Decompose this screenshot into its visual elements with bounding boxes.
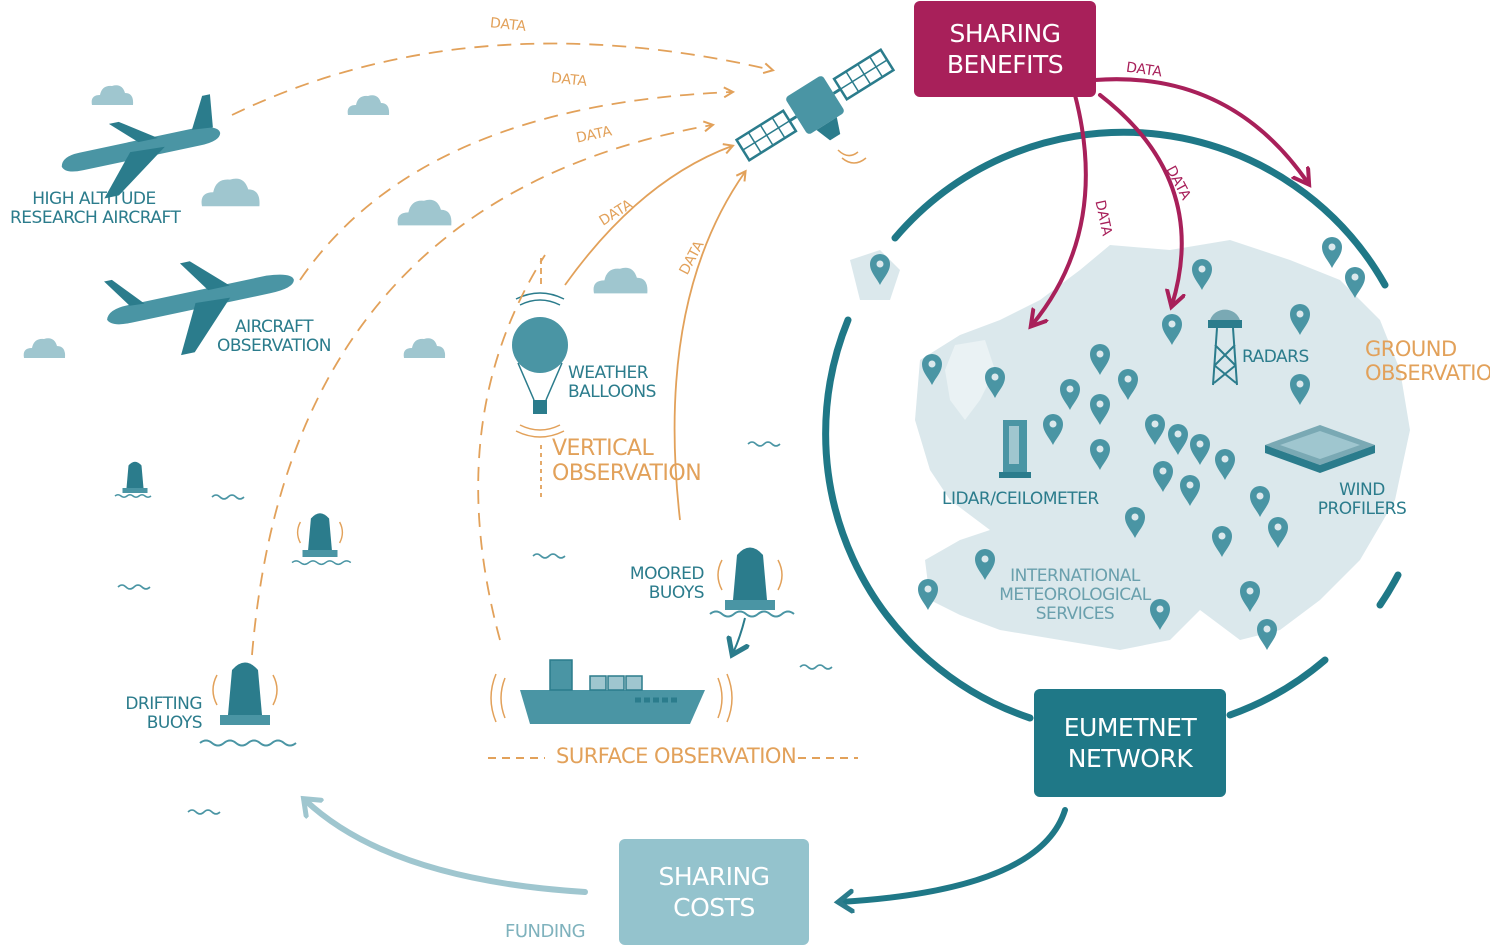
sharing-costs-line2: COSTS <box>673 893 755 922</box>
eumetnet-network-box: EUMETNET NETWORK <box>1034 689 1226 797</box>
drifting-line2: BUOYS <box>146 713 203 734</box>
weather-balloon-icon <box>512 292 568 438</box>
sharing-benefits-line2: BENEFITS <box>946 50 1064 79</box>
funding-arrow <box>305 800 588 895</box>
vertical-observation-label: VERTICAL OBSERVATION <box>552 436 702 486</box>
wind-profilers-label: WIND PROFILERS <box>1316 480 1408 520</box>
moored-line2: BUOYS <box>648 583 705 604</box>
drifting-line1: DRIFTING <box>125 694 202 714</box>
wind-profiler-icon <box>1265 425 1375 473</box>
wind-line2: PROFILERS <box>1317 499 1407 520</box>
buoy-icon <box>114 461 152 498</box>
aircraft-line2: OBSERVATION <box>216 336 332 357</box>
radar-tower-icon <box>1208 309 1242 386</box>
lidar-icon <box>999 420 1031 478</box>
vertical-line2: OBSERVATION <box>552 460 702 486</box>
ground-line1: GROUND <box>1365 337 1457 361</box>
network-to-costs-arrow <box>840 807 1068 902</box>
ground-observation-label: GROUND OBSERVATION <box>1365 337 1490 385</box>
lidar-ceilometer-label: LIDAR/CEILOMETER <box>942 489 1099 509</box>
ground-line2: OBSERVATION <box>1365 360 1490 385</box>
buoy-icon <box>709 547 795 654</box>
weather-balloons-label: WEATHER BALLOONS <box>568 363 656 403</box>
sharing-costs-box: SHARING COSTS <box>619 839 809 945</box>
data-flow-arrows <box>231 42 775 656</box>
surface-observation-label: SURFACE OBSERVATION <box>556 744 797 768</box>
weather-balloons-line2: BALLOONS <box>568 382 656 403</box>
drifting-buoys-label: DRIFTING BUOYS <box>112 694 203 734</box>
aircraft-line1: AIRCRAFT <box>234 317 314 337</box>
eumetnet-line1: EUMETNET <box>1063 712 1197 742</box>
europe-map <box>850 240 1410 650</box>
sharing-costs-line1: SHARING <box>658 861 770 891</box>
radars-label: RADARS <box>1242 347 1309 367</box>
sharing-benefits-line1: SHARING <box>949 18 1061 48</box>
international-services-label: INTERNATIONAL METEOROLOGICAL SERVICES <box>995 566 1155 625</box>
intl-line3: SERVICES <box>1035 604 1115 625</box>
moored-line1: MOORED <box>629 564 705 584</box>
satellite-icon <box>734 48 896 162</box>
buoy-icon <box>199 662 297 747</box>
aircraft-icon <box>104 261 294 356</box>
high-altitude-line1: HIGH ALTITUDE <box>32 189 156 209</box>
network-ring <box>822 128 1402 722</box>
moored-buoys-label: MOORED BUOYS <box>626 564 705 604</box>
vertical-line1: VERTICAL <box>552 436 654 461</box>
high-altitude-label: HIGH ALTITUDE RESEARCH AIRCRAFT <box>10 189 181 229</box>
ship-icon <box>490 659 733 724</box>
high-altitude-line2: RESEARCH AIRCRAFT <box>10 208 181 229</box>
intl-line2: METEOROLOGICAL <box>999 585 1151 606</box>
signal-icon <box>837 149 867 164</box>
benefit-arrows <box>1032 77 1308 325</box>
funding-label: FUNDING <box>505 921 586 942</box>
wind-line1: WIND <box>1339 480 1385 500</box>
weather-balloons-line1: WEATHER <box>568 363 649 383</box>
buoy-icon <box>291 513 352 566</box>
aircraft-observation-label: AIRCRAFT OBSERVATION <box>214 317 334 357</box>
aircraft-icon <box>61 94 221 199</box>
eumetnet-line2: NETWORK <box>1067 744 1193 773</box>
sharing-benefits-box: SHARING BENEFITS <box>914 1 1096 97</box>
intl-line1: INTERNATIONAL <box>1010 566 1140 586</box>
